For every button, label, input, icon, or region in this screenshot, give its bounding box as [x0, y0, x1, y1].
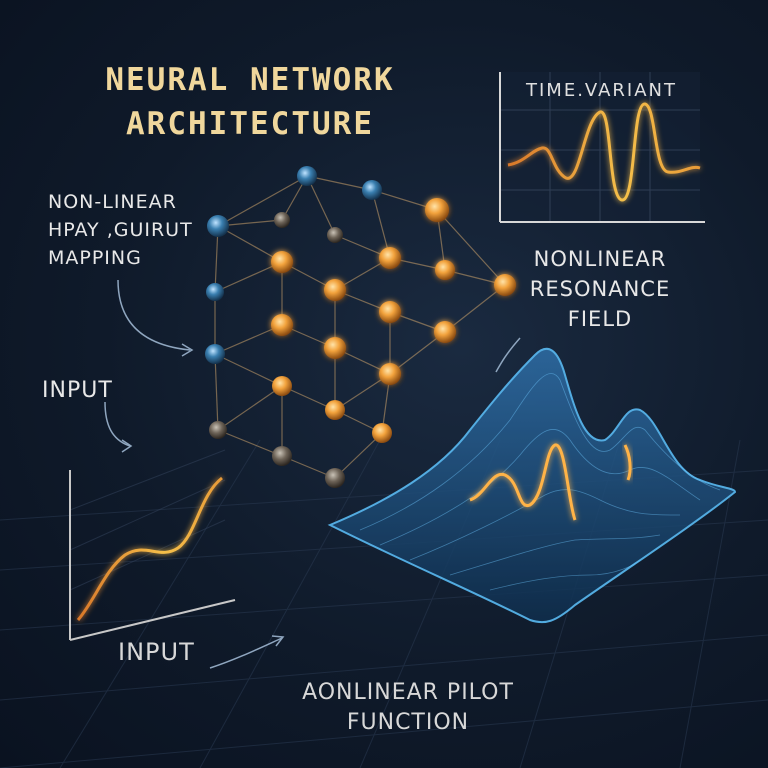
network-node [325, 468, 345, 488]
nonlinear-mapping-label: NON-LINEAR HPAY ,GUIRUT MAPPING [48, 191, 193, 269]
network-node [379, 301, 401, 323]
network-node [324, 337, 346, 359]
network-node [324, 279, 346, 301]
network-node [297, 166, 317, 186]
network-node [274, 212, 290, 228]
input-bottom-label: INPUT [118, 638, 195, 666]
network-nodes [205, 166, 516, 488]
network-node [379, 363, 401, 385]
network-node [209, 421, 227, 439]
input-label: INPUT [42, 378, 113, 403]
network-node [272, 446, 292, 466]
pilot-function-label: AONLINEAR PILOT FUNCTION [302, 680, 514, 735]
network-edges [214, 175, 506, 479]
input-curve [76, 476, 223, 621]
surface-glow-curve [469, 443, 577, 521]
time-variant-label: TIME.VARIANT [526, 80, 677, 101]
network-node [379, 247, 401, 269]
arrow-mapping [117, 279, 191, 351]
network-node [207, 215, 229, 237]
network-node [206, 283, 224, 301]
resonance-surface [327, 348, 737, 624]
network-node [435, 260, 455, 280]
arrow-input [104, 401, 131, 447]
network-node [325, 400, 345, 420]
time-variant-curve [507, 102, 701, 202]
network-node [372, 423, 392, 443]
surface-body [327, 348, 737, 624]
input-chart [69, 449, 236, 641]
page-title: NEURAL NETWORK ARCHITECTURE [105, 62, 395, 142]
network-node [494, 274, 516, 296]
network-node [272, 376, 292, 396]
time-variant-chart [499, 72, 705, 223]
network-node [271, 251, 293, 273]
arrow-resonance [495, 337, 521, 373]
annotation-arrows [104, 279, 521, 669]
network-node [205, 344, 225, 364]
arrow-input-bottom [209, 637, 283, 669]
network-node [271, 314, 293, 336]
input-chart-x-axis [69, 599, 236, 641]
network-node [362, 180, 382, 200]
resonance-field-label: NONLINEAR RESONANCE FIELD [529, 247, 671, 331]
network-node [425, 198, 449, 222]
network-node [434, 321, 456, 343]
network-node [327, 227, 343, 243]
